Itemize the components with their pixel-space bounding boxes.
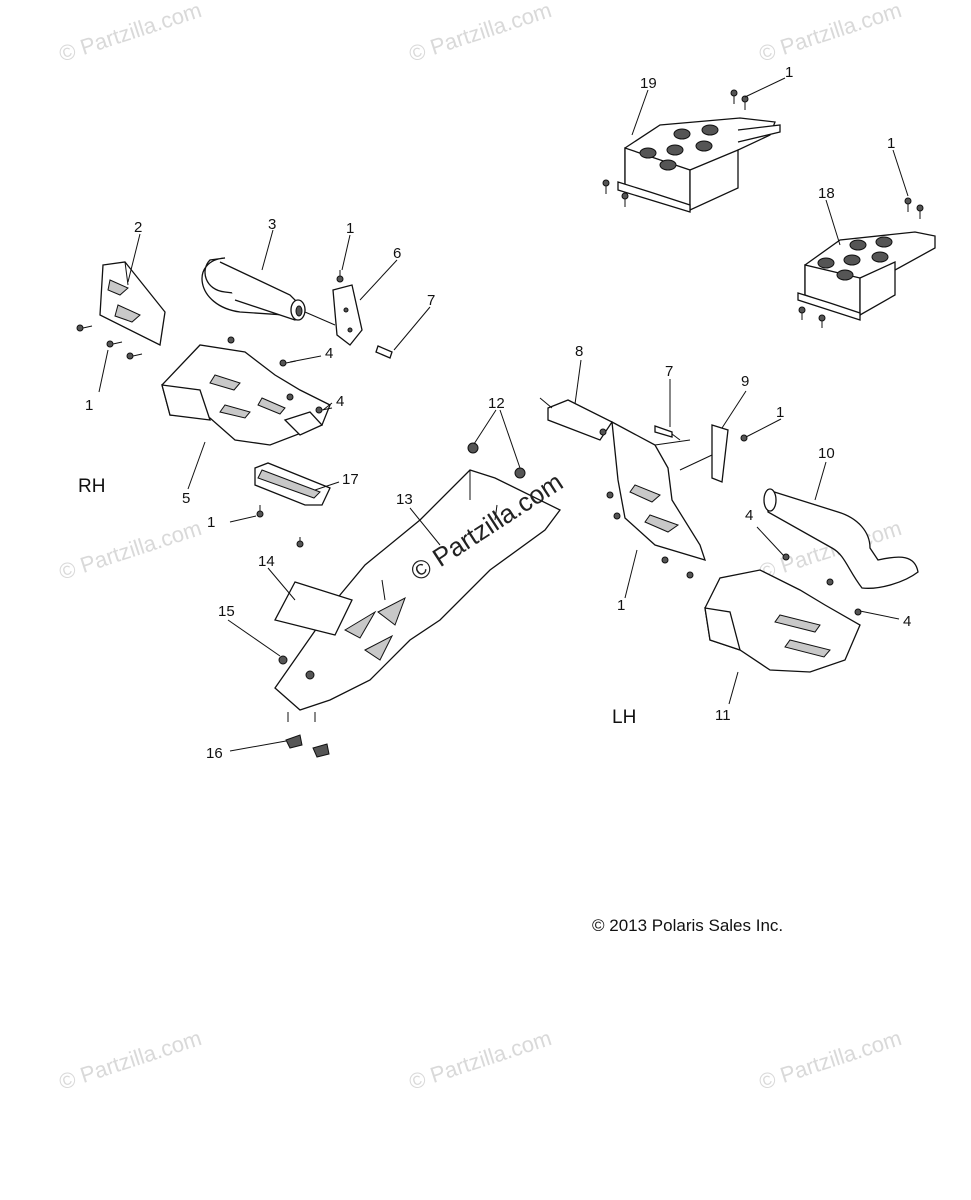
watermark-top-left: © Partzilla.com	[56, 0, 205, 67]
callout-17: 17	[342, 471, 359, 488]
callout-14: 14	[258, 553, 275, 570]
callout-2: 2	[134, 219, 142, 236]
callout-12: 12	[488, 395, 505, 412]
part-14-decal	[274, 581, 353, 636]
lh-side-label: LH	[612, 707, 636, 728]
callout-18: 18	[818, 185, 835, 202]
callout-1-f: 1	[776, 404, 784, 421]
callout-4-b: 4	[336, 393, 344, 410]
callout-1-g: 1	[617, 597, 625, 614]
callout-4-c: 4	[745, 507, 753, 524]
part-10-lh-pipe	[763, 488, 919, 589]
callout-labels: 19 1 1 18 2 3 1 6 7 4 4 1 5 17 1 13 14 1…	[85, 64, 911, 762]
callout-1-b: 1	[887, 135, 895, 152]
leader-lines	[98, 77, 909, 752]
copyright-text: © 2013 Polaris Sales Inc.	[592, 916, 783, 935]
callout-6: 6	[393, 245, 401, 262]
callout-7-a: 7	[427, 292, 435, 309]
callout-16: 16	[206, 745, 223, 762]
rh-side-label: RH	[78, 476, 105, 497]
callout-15: 15	[218, 603, 235, 620]
callout-4-a: 4	[325, 345, 333, 362]
part-3-rh-pipe	[201, 257, 336, 326]
callout-1-c: 1	[346, 220, 354, 237]
part-6-bracket	[332, 270, 393, 359]
callout-13: 13	[396, 491, 413, 508]
part-15-16-fasteners	[278, 655, 330, 758]
part-8-lh-bracket	[539, 397, 613, 441]
part-17-bracket	[254, 462, 331, 548]
part-18-footrest-plate	[797, 197, 936, 328]
part-9-lh-bracket	[654, 424, 748, 483]
watermark-bottom-center: © Partzilla.com	[406, 1025, 555, 1095]
part-19-footrest-plate	[602, 89, 781, 213]
callout-1-d: 1	[85, 397, 93, 414]
callout-11: 11	[715, 707, 731, 724]
watermark-bottom-right: © Partzilla.com	[756, 1025, 905, 1095]
callout-3: 3	[268, 216, 276, 233]
callout-5: 5	[182, 490, 190, 507]
watermark-top-center: © Partzilla.com	[406, 0, 555, 67]
callout-4-d: 4	[903, 613, 911, 630]
callout-9: 9	[741, 373, 749, 390]
part-11-lh-heat-shield	[704, 553, 862, 673]
watermark-mid-left: © Partzilla.com	[56, 515, 205, 585]
callout-7-b: 7	[665, 363, 673, 380]
callout-1-e: 1	[207, 514, 215, 531]
part-2-rh-bracket	[76, 261, 166, 360]
callout-19: 19	[640, 75, 657, 92]
watermark-bottom-left: © Partzilla.com	[56, 1025, 205, 1095]
part-5-rh-heat-shield	[161, 336, 333, 446]
part-13-floor-plate	[274, 469, 561, 711]
watermark-top-right: © Partzilla.com	[756, 0, 905, 67]
callout-10: 10	[818, 445, 835, 462]
callout-1-a: 1	[785, 64, 793, 81]
part-lh-mounting-plate	[606, 420, 707, 579]
callout-8: 8	[575, 343, 583, 360]
